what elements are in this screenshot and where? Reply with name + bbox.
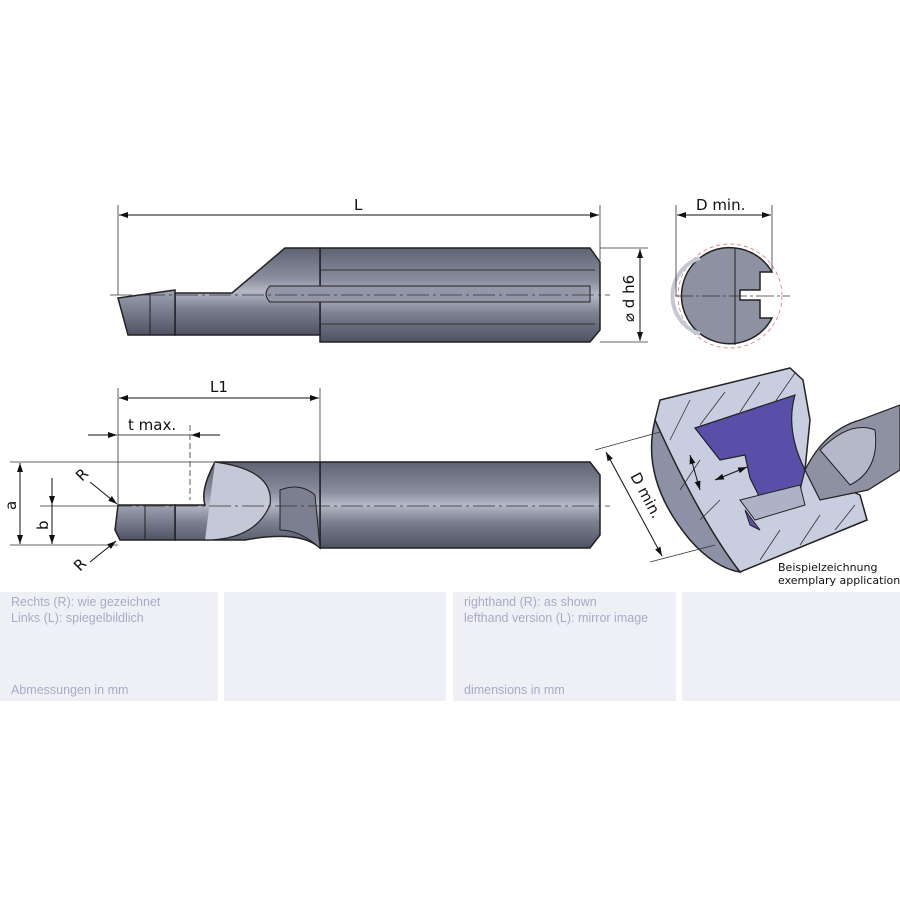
label-t-max: t max. (128, 416, 176, 434)
tool-end-view: D min. (670, 196, 790, 349)
application-illustration: D min. Beispielzeichnung exemplary appli… (594, 367, 900, 587)
dimension-b: b (34, 478, 110, 544)
dimension-a: a (2, 461, 215, 546)
info-panel-blank-2 (682, 592, 900, 701)
dimension-d-h6: ⌀ d h6 (600, 247, 648, 343)
radius-callouts: R R (70, 465, 118, 575)
label-L1: L1 (210, 378, 228, 396)
label-b: b (34, 520, 52, 530)
dimension-L: L (117, 196, 601, 295)
info-panel-de: Rechts (R): wie gezeichnet Links (L): sp… (0, 592, 218, 701)
caption-de: Beispielzeichnung (778, 561, 877, 574)
tool-side-view-bottom (110, 461, 610, 550)
info-panel-blank-1 (224, 592, 446, 701)
dimension-L1: L1 (117, 378, 321, 505)
panel-text-line1: Rechts (R): wie gezeichnet (11, 595, 161, 609)
label-a: a (2, 501, 20, 510)
panel-text-line2: lefthand version (L): mirror image (464, 611, 649, 625)
panel-text-line1: righthand (R): as shown (464, 595, 597, 609)
panel-text-line2: Links (L): spiegelbildlich (11, 611, 144, 625)
caption-en: exemplary application (778, 574, 900, 587)
label-d-h6: ⌀ d h6 (620, 275, 638, 322)
tool-side-view-top (110, 247, 610, 343)
info-panel-en: righthand (R): as shown lefthand version… (453, 592, 676, 701)
label-L: L (354, 196, 363, 214)
label-r-bottom: R (70, 555, 90, 575)
label-r-top: R (72, 465, 92, 485)
label-d-min-top: D min. (696, 196, 745, 214)
panel-footer: Abmessungen in mm (11, 683, 129, 697)
panel-footer: dimensions in mm (464, 683, 565, 697)
dimension-t-max: t max. (88, 416, 220, 500)
